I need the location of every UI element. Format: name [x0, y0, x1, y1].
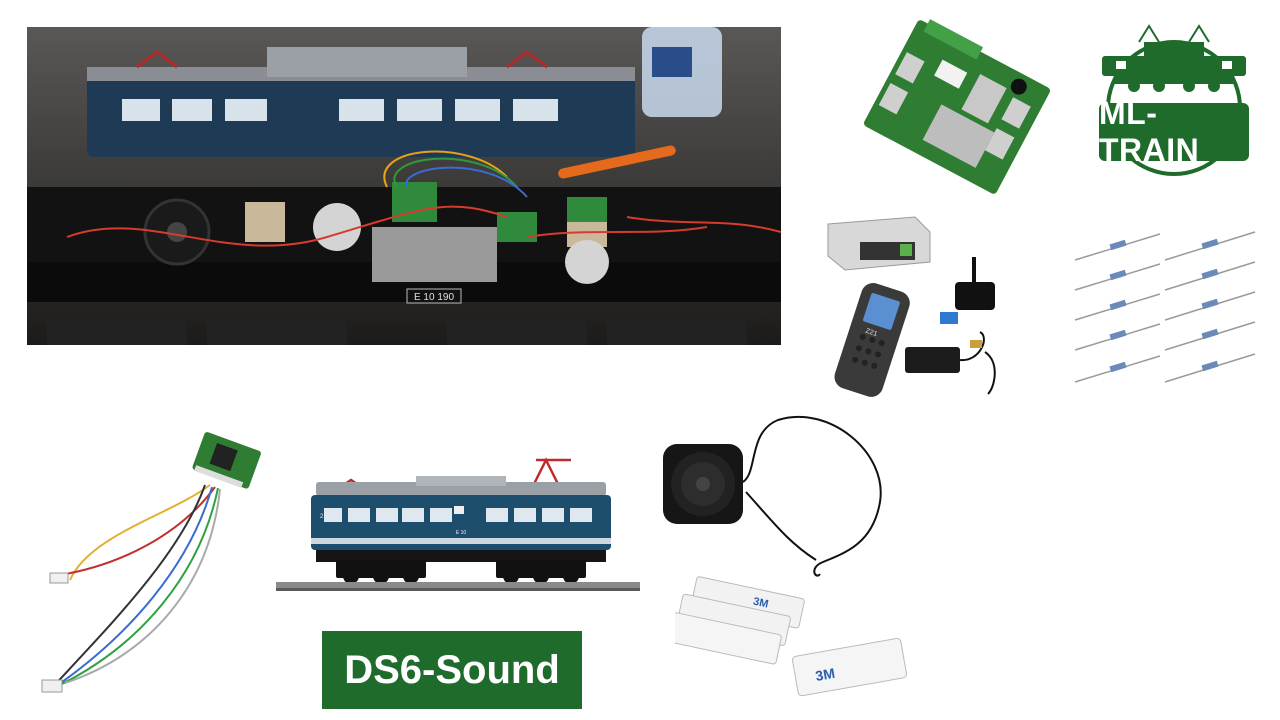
workbench-photo: E 10 190 — [27, 27, 781, 345]
locomotive-disassembled-image: E 10 190 — [27, 27, 781, 345]
logo-text: ML-TRAIN — [1099, 95, 1249, 168]
tape-brand-label-2: 3M — [814, 665, 836, 684]
speaker-image — [658, 412, 888, 582]
adhesive-pads-image: 3M 3M — [668, 575, 915, 705]
handset-brand: Z21 — [864, 328, 878, 338]
ds6-sound-label: DS6-Sound — [322, 631, 582, 709]
loco-cab-number: 2 — [320, 514, 324, 520]
ml-train-logo: ML-TRAIN — [1094, 18, 1254, 178]
decoder-board-image — [862, 12, 1052, 202]
tape-brand-label: 3M — [752, 596, 769, 611]
sound-module-cable-image — [30, 425, 270, 705]
resistors-image — [1070, 222, 1260, 392]
locomotive-e10-image: 2 E 10 — [276, 450, 640, 595]
bench-number-plate: E 10 190 — [414, 292, 454, 303]
loco-number-label: E 10 — [456, 530, 467, 536]
digital-control-set-image: Z21 — [820, 212, 1020, 402]
